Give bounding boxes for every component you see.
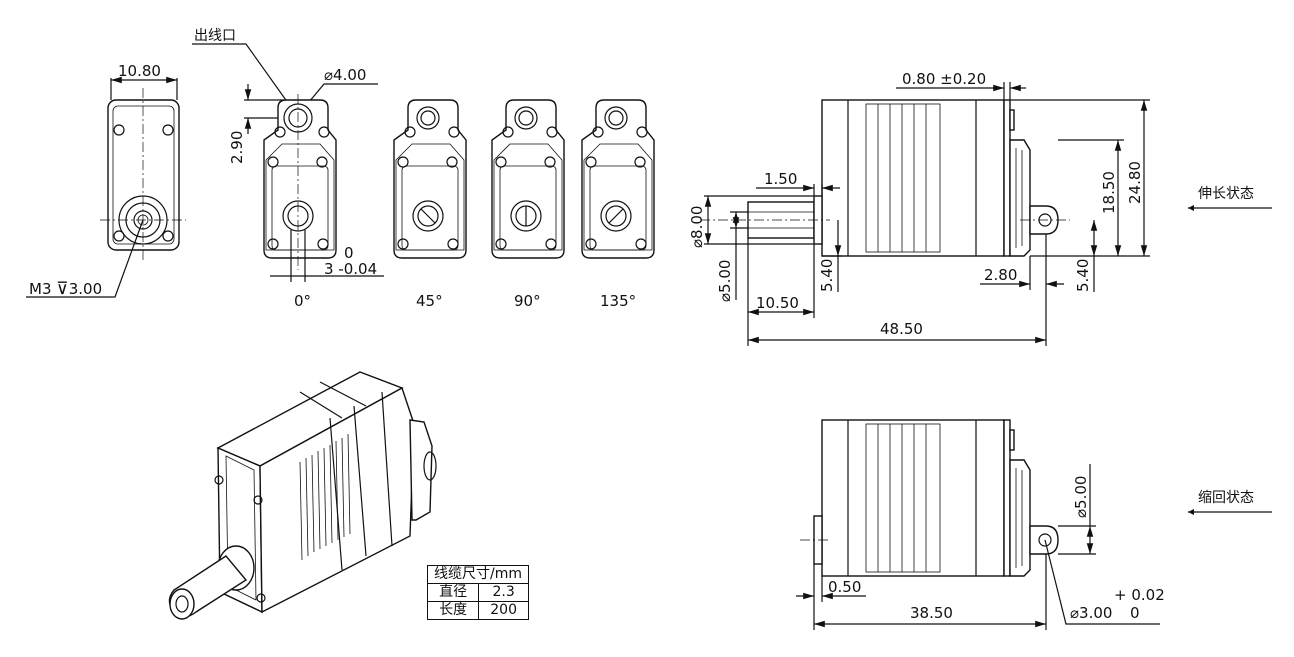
cable-exit-view: 出线口 ⌀4.00 2.90 0 3 -0.04: [192, 28, 384, 282]
extended-side-view: 0.80 ±0.20 24.80 18.50 1.50 ⌀8.00 ⌀5.00 …: [688, 70, 1272, 346]
thread-note: M3 ⊽3.00: [29, 279, 102, 299]
total-length-dim: 48.50: [880, 320, 923, 338]
lug-hole-dia-dim: ⌀5.00: [1072, 476, 1090, 518]
angle-label-135: 135°: [600, 292, 636, 310]
tol-main: 3 -0.04: [324, 260, 377, 278]
cable-spec-table: 线缆尺寸/mm 直径 2.3 长度 200: [426, 565, 529, 620]
retract-tip-dim: 0.50: [828, 578, 861, 596]
cable-length-label: 长度: [426, 601, 480, 620]
table-row: 直径 2.3: [426, 583, 529, 602]
pin-tol-upper: + 0.02: [1114, 586, 1165, 604]
front-width-dim: 10.80: [118, 62, 161, 80]
table-row: 长度 200: [426, 601, 529, 620]
rod-height-dim: 5.40: [818, 259, 836, 292]
outlet-label: 出线口: [194, 28, 236, 44]
height-inner-dim: 18.50: [1100, 171, 1118, 214]
cable-diameter-value: 2.3: [478, 583, 529, 602]
extended-state-label: 伸长状态: [1198, 186, 1254, 202]
cable-table-title: 线缆尺寸/mm: [427, 565, 529, 584]
front-view: 10.80 M3 ⊽3.00: [26, 62, 186, 299]
hole-dia-dim: ⌀4.00: [324, 66, 366, 84]
rod-dia-outer-dim: ⌀8.00: [688, 206, 706, 248]
tip-dim: 1.50: [764, 170, 797, 188]
retracted-side-view: ⌀5.00 0.50 38.50 ⌀3.00 + 0.02 0 缩回状态: [796, 419, 1272, 630]
lug-offset-dim: 2.80: [984, 266, 1017, 284]
pin-dia-dim: ⌀3.00: [1070, 604, 1112, 622]
tol-upper: 0: [344, 244, 354, 262]
cable-diameter-label: 直径: [426, 583, 480, 602]
gap-dim: 0.80 ±0.20: [902, 70, 986, 88]
rotated-view-135: [581, 99, 655, 259]
isometric-view: [168, 371, 437, 620]
height-total-dim: 24.80: [1126, 161, 1144, 204]
angle-label-90: 90°: [514, 292, 541, 310]
rotated-view-90: [491, 99, 565, 259]
retracted-state-label: 缩回状态: [1198, 490, 1254, 506]
retract-length-dim: 38.50: [910, 604, 953, 622]
rod-length-dim: 10.50: [756, 294, 799, 312]
pin-tol-lower: 0: [1130, 604, 1140, 622]
cable-length-value: 200: [478, 601, 529, 620]
angle-label-45: 45°: [416, 292, 443, 310]
rod-dia-inner-dim: ⌀5.00: [716, 260, 734, 302]
angle-label-0: 0°: [294, 292, 311, 310]
lug-height-dim: 5.40: [1074, 259, 1092, 292]
offset-dim: 2.90: [228, 131, 246, 164]
rotated-view-45: [393, 99, 467, 259]
